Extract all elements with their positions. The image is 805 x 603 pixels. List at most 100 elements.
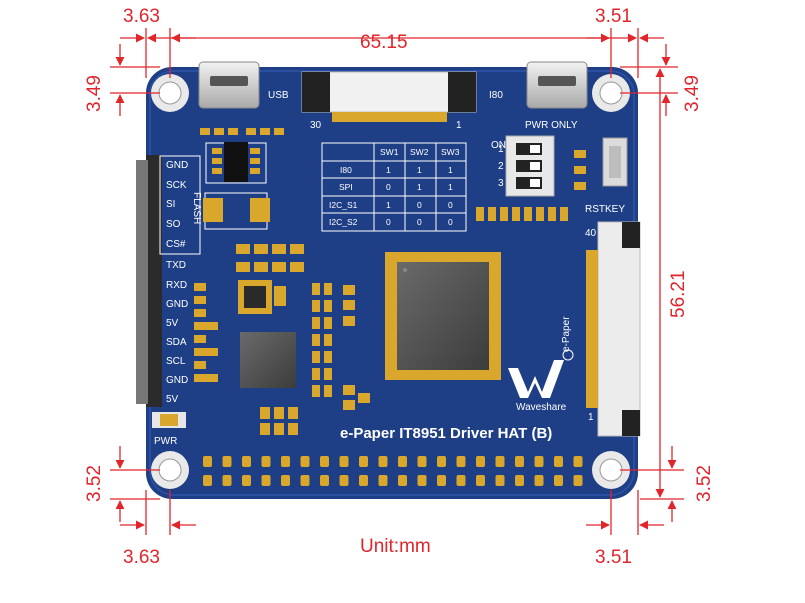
voltage-regulator (203, 192, 270, 230)
board-title: e-Paper IT8951 Driver HAT (B) (340, 425, 552, 442)
gpio-pad (476, 456, 485, 467)
gpio-pad (495, 475, 505, 486)
switch-table (321, 142, 467, 232)
dim-label-right-top: 3.49 (682, 75, 703, 112)
epaper-label: e-Paper (561, 316, 572, 352)
pwr-led (152, 412, 186, 428)
epaper-pin-40: 40 (585, 228, 597, 239)
gpio-pad (573, 456, 583, 467)
pin-label-rxd: RXD (166, 280, 187, 291)
gpio-pad (515, 475, 524, 486)
gpio-pad (378, 456, 388, 467)
pin-label-cs: CS# (166, 239, 186, 250)
power-ic (240, 332, 296, 388)
usb-label: USB (268, 90, 289, 101)
gpio-pad (261, 475, 271, 486)
mounting-hole-tr (592, 74, 630, 112)
dim-label-bottom-right: 3.51 (595, 547, 632, 568)
pwr-only-label: PWR ONLY (525, 120, 578, 131)
epaper-pin-1: 1 (588, 412, 594, 423)
pwr-label: PWR (154, 436, 177, 447)
table-header-sw3: SW3 (441, 147, 460, 157)
pin-label-sda: SDA (166, 337, 187, 348)
gpio-pad-row (203, 456, 583, 486)
pin-label-sck: SCK (166, 180, 187, 191)
gpio-pad (495, 456, 505, 467)
table-cell: I80 (340, 165, 352, 175)
gpio-pad (222, 475, 232, 486)
gpio-pad (203, 456, 212, 467)
gpio-pad (242, 475, 251, 486)
gpio-pad (398, 475, 407, 486)
waveshare-logo (508, 349, 574, 398)
dim-label-top-left: 3.63 (123, 6, 160, 27)
mounting-hole-br (592, 451, 630, 489)
mounting-hole-bl (151, 451, 189, 489)
pin-label-gnd3: GND (166, 375, 188, 386)
capacitor-cluster (194, 244, 370, 435)
table-cell: SPI (339, 182, 353, 192)
waveshare-brand: Waveshare (516, 402, 567, 413)
table-cell: 0 (448, 200, 453, 210)
gpio-pad (456, 475, 466, 486)
pin-label-gnd2: GND (166, 299, 188, 310)
dim-label-left-top: 3.49 (84, 75, 105, 112)
gpio-pad (261, 456, 271, 467)
gpio-pad (417, 456, 427, 467)
dip-switch (505, 135, 555, 197)
table-cell: 1 (448, 165, 453, 175)
pin-header-left (136, 155, 162, 407)
gpio-pad (456, 456, 466, 467)
fpc-connector-top (301, 71, 477, 122)
epaper-fpc-connector (586, 221, 641, 437)
table-cell: 0 (386, 217, 391, 227)
fpc-top-pin-30: 30 (310, 120, 322, 131)
table-cell: 1 (417, 165, 422, 175)
gpio-pad (320, 475, 329, 486)
dim-label-left-bottom: 3.52 (84, 465, 105, 502)
gpio-pad (378, 475, 388, 486)
table-cell: 1 (386, 165, 391, 175)
rstkey-label: RSTKEY (585, 204, 625, 215)
pin-label-scl: SCL (166, 356, 186, 367)
gpio-pad (339, 475, 349, 486)
table-cell: 0 (417, 200, 422, 210)
usb-connector (198, 61, 260, 109)
pin-label-5v2: 5V (166, 394, 179, 405)
dip-num-3: 3 (498, 178, 504, 189)
gpio-pad (554, 456, 563, 467)
table-cell: 0 (417, 217, 422, 227)
table-cell: 0 (448, 217, 453, 227)
reset-key (602, 137, 628, 187)
pin-label-txd: TXD (166, 260, 186, 271)
dip-on-label: ON (491, 140, 506, 151)
gpio-pad (515, 456, 524, 467)
dim-label-right-bottom: 3.52 (694, 465, 715, 502)
flash-label: FLASH (191, 192, 202, 224)
unit-label: Unit:mm (360, 536, 431, 557)
table-header-sw1: SW1 (380, 147, 399, 157)
dim-label-bottom-left: 3.63 (123, 547, 160, 568)
flash-chip (205, 142, 267, 184)
dip-num-2: 2 (498, 161, 504, 172)
gpio-pad (573, 475, 583, 486)
gpio-pad (339, 456, 349, 467)
gpio-pad (203, 475, 212, 486)
table-cell: 0 (386, 182, 391, 192)
gpio-pad (300, 456, 310, 467)
smd-component-row (200, 128, 586, 221)
fpc-top-pin-1: 1 (456, 120, 462, 131)
gpio-pad (359, 456, 368, 467)
gpio-pad (476, 475, 485, 486)
dim-label-right-height: 56.21 (668, 270, 689, 318)
gpio-pad (320, 456, 329, 467)
gpio-pad (281, 456, 290, 467)
gpio-pad (242, 456, 251, 467)
gpio-pad (534, 456, 544, 467)
dip-num-1: 1 (498, 144, 504, 155)
table-cell: 1 (386, 200, 391, 210)
i80-label: I80 (489, 90, 503, 101)
gpio-pad (437, 456, 446, 467)
